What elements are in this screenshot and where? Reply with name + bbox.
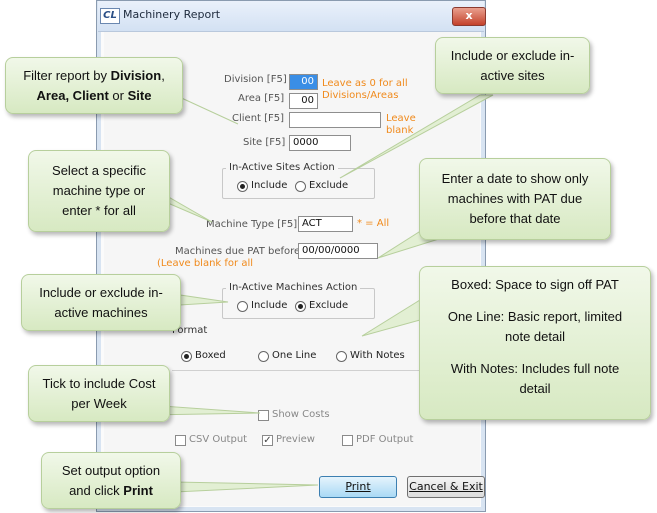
site-input[interactable]: 0000 [289, 135, 351, 151]
cancel-exit-button[interactable]: Cancel & Exit [407, 476, 485, 498]
output-callout-print: Print [123, 482, 153, 498]
client-input[interactable] [289, 112, 381, 128]
format-boxed-label: Boxed [195, 350, 226, 361]
print-button-label: Print [345, 480, 371, 493]
print-button[interactable]: Print [319, 476, 397, 498]
machine-type-callout: Select a specific machine type or enter … [28, 150, 170, 232]
inactive-machines-include-label: Include [251, 300, 288, 311]
machine-type-callout-text: Select a specific machine type or enter … [52, 163, 146, 218]
format-withnotes-radio[interactable] [336, 351, 347, 362]
inactive-sites-callout-text: Include or exclude in-active sites [450, 47, 575, 83]
format-boxed-radio[interactable] [181, 351, 192, 362]
area-input[interactable]: 00 [289, 93, 318, 109]
inactive-machines-title: In-Active Machines Action [226, 282, 361, 293]
format-withnotes-label: With Notes [350, 350, 405, 361]
inactive-sites-include-label: Include [251, 180, 288, 191]
inactive-machines-include-radio[interactable] [237, 301, 248, 312]
inactive-machines-callout-text: Include or exclude in-active machines [39, 284, 163, 320]
site-label: Site [F5] [243, 137, 286, 148]
inactive-sites-callout: Include or exclude in-active sites [435, 37, 590, 94]
preview-checkbox[interactable]: ✓ [262, 435, 273, 446]
inactive-machines-exclude-radio[interactable] [295, 301, 306, 312]
output-callout-text: Set output option and click [61, 462, 161, 498]
filter-callout: Filter report by Division, Area, Client … [5, 57, 183, 114]
format-title: Format [172, 325, 208, 336]
division-label: Division [F5] [224, 74, 287, 85]
filter-callout-site: Site [127, 87, 152, 103]
format-oneline-radio[interactable] [258, 351, 269, 362]
filter-callout-text: Filter report by [23, 67, 111, 83]
inactive-machines-exclude-label: Exclude [309, 300, 349, 311]
pdf-output-checkbox[interactable] [342, 435, 353, 446]
format-divider [172, 370, 472, 371]
csv-output-checkbox[interactable] [175, 435, 186, 446]
inactive-sites-exclude-label: Exclude [309, 180, 349, 191]
pdf-output-label: PDF Output [356, 434, 414, 445]
show-costs-label: Show Costs [272, 409, 330, 420]
inactive-machines-callout: Include or exclude in-active machines [21, 274, 181, 331]
close-button[interactable]: x [452, 7, 486, 26]
format-oneline-label: One Line [272, 350, 317, 361]
app-logo-icon: CL [100, 8, 120, 24]
format-callout: Boxed: Space to sign off PAT One Line: B… [419, 266, 651, 420]
pat-date-label: Machines due PAT before [175, 246, 301, 257]
costs-callout: Tick to include Cost per Week [28, 365, 170, 422]
csv-output-label: CSV Output [189, 434, 248, 445]
pat-date-callout-text: Enter a date to show only machines with … [441, 171, 589, 226]
format-callout-boxed: Boxed: Space to sign off PAT [451, 277, 619, 292]
filter-callout-or: or [108, 87, 128, 103]
division-input[interactable]: 00 [289, 74, 318, 90]
client-label: Client [F5] [232, 113, 285, 124]
cancel-exit-button-label: Cancel & Exit [409, 480, 483, 493]
machine-type-hint: * = All [357, 218, 390, 229]
filter-callout-division: Division [110, 67, 162, 83]
window-title: Machinery Report [123, 8, 221, 21]
costs-callout-text: Tick to include Cost per Week [42, 375, 156, 411]
area-label: Area [F5] [238, 93, 285, 104]
filter-callout-comma: , [161, 67, 165, 83]
client-hint: Leave blank for all [386, 113, 416, 136]
show-costs-checkbox[interactable] [258, 410, 269, 421]
machine-type-input[interactable]: ACT [298, 216, 353, 232]
pat-date-input[interactable]: 00/00/0000 [298, 243, 378, 259]
title-bar[interactable] [98, 1, 484, 32]
format-callout-notes: With Notes: Includes full note detail [450, 361, 620, 396]
division-hint: Leave as 0 for all Divisions/Areas [322, 78, 408, 101]
inactive-sites-include-radio[interactable] [237, 181, 248, 192]
preview-label: Preview [276, 434, 315, 445]
filter-callout-area-client: Area, Client [36, 87, 109, 103]
output-callout: Set output option and click Print [41, 452, 181, 509]
inactive-sites-title: In-Active Sites Action [226, 162, 338, 173]
inactive-sites-exclude-radio[interactable] [295, 181, 306, 192]
machine-type-label: Machine Type [F5] [206, 219, 298, 230]
pat-date-callout: Enter a date to show only machines with … [419, 158, 611, 240]
format-callout-oneline: One Line: Basic report, limited note det… [447, 309, 623, 344]
pat-date-hint: (Leave blank for all [157, 258, 254, 269]
